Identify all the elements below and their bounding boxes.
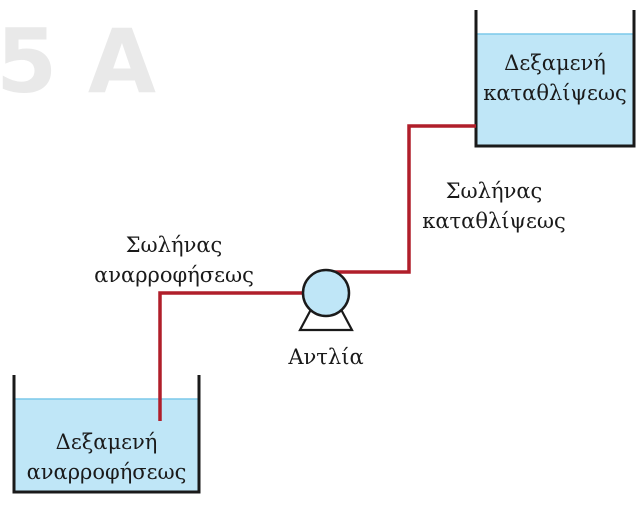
suction-tank	[12, 375, 201, 494]
discharge-pipe-label-line2: καταθλίψεως	[422, 209, 566, 233]
discharge-tank-label-line1: Δεξαμενή	[504, 51, 606, 75]
suction-pipe-label-line1: Σωλήνας	[125, 233, 223, 257]
discharge-tank	[474, 10, 636, 148]
discharge-tank-label-line2: καταθλίψεως	[483, 81, 627, 105]
discharge-pipe-label: Σωλήνας καταθλίψεως	[404, 176, 584, 236]
discharge-tank-label: Δεξαμενή καταθλίψεως	[476, 48, 634, 108]
suction-pipe-label-line2: αναρροφήσεως	[94, 263, 254, 287]
pump-label: Αντλία	[266, 342, 386, 372]
discharge-pipe-label-line1: Σωλήνας	[445, 179, 543, 203]
suction-pipe	[158, 291, 318, 421]
discharge-pipe	[330, 124, 476, 274]
suction-tank-label: Δεξαμενή αναρροφήσεως	[14, 427, 199, 487]
pump-label-text: Αντλία	[288, 345, 364, 369]
suction-pipe-label: Σωλήνας αναρροφήσεως	[80, 230, 268, 290]
pump-body	[301, 268, 351, 318]
watermark: 5 A	[0, 10, 156, 113]
watermark-text: 5 A	[0, 10, 156, 113]
suction-tank-label-line2: αναρροφήσεως	[26, 460, 187, 484]
pump	[298, 268, 354, 332]
discharge-tank-walls	[474, 10, 636, 148]
discharge-tank-water	[476, 34, 634, 146]
suction-tank-walls	[12, 375, 201, 494]
suction-tank-water	[14, 399, 199, 492]
suction-tank-label-line1: Δεξαμενή	[55, 430, 158, 454]
